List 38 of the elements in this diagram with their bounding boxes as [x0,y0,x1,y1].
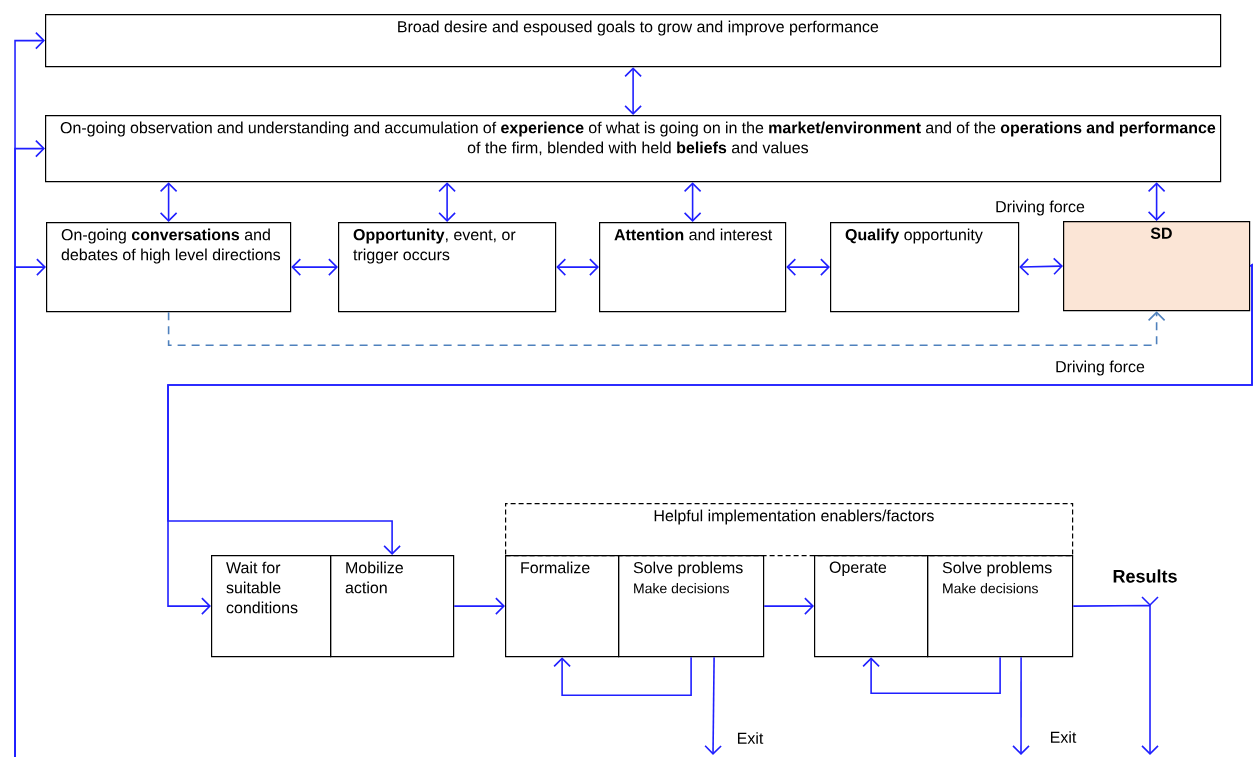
observation-box: On-going observation and understanding and accumulation of experience of what is going on in the market/environment and of the operations and performance of the firm, blended with held beliefs and values [45,115,1222,183]
process-box: Wait for suitable conditions [211,555,332,658]
process-box: SD [1063,221,1251,312]
process-box: Attention and interest [599,222,787,313]
process-box: Solve problems Make decisions [927,555,1074,658]
arrow [1019,257,1063,276]
process-box: Opportunity, event, or trigger occurs [338,222,557,313]
process-box: Formalize [505,555,620,658]
arrow [438,182,456,222]
arrow [167,263,1253,555]
enablers-box: Helpful implementation enablers/factors [505,503,1074,557]
arrow [683,182,702,222]
arrow [1147,182,1166,221]
arrow [786,258,830,276]
arrow [553,656,692,696]
annotation-text: Driving force [1056,360,1145,376]
arrow [862,656,1001,694]
arrow [624,67,642,115]
arrow [14,258,46,757]
arrow [291,258,338,276]
process-box: Operate [814,555,929,658]
arrow [763,597,814,615]
arrow [453,597,505,615]
arrow [1072,596,1159,755]
exit-label: Exit [738,732,764,744]
results-label: Results [1113,569,1177,583]
annotation-text: Driving force [996,200,1085,216]
process-box: Qualify opportunity [830,222,1020,313]
exit-label: Exit [1051,731,1077,743]
arrow [167,311,1166,346]
arrow [556,258,599,276]
arrow [1012,656,1030,755]
arrow [159,182,178,222]
process-box: On-going conversations and debates of high level directions [46,222,292,313]
process-box: Solve problems Make decisions [618,555,765,658]
arrow [704,656,722,755]
process-box: Mobilize action [330,555,455,658]
goal-box: Broad desire and espoused goals to grow and improve performance [45,14,1222,68]
